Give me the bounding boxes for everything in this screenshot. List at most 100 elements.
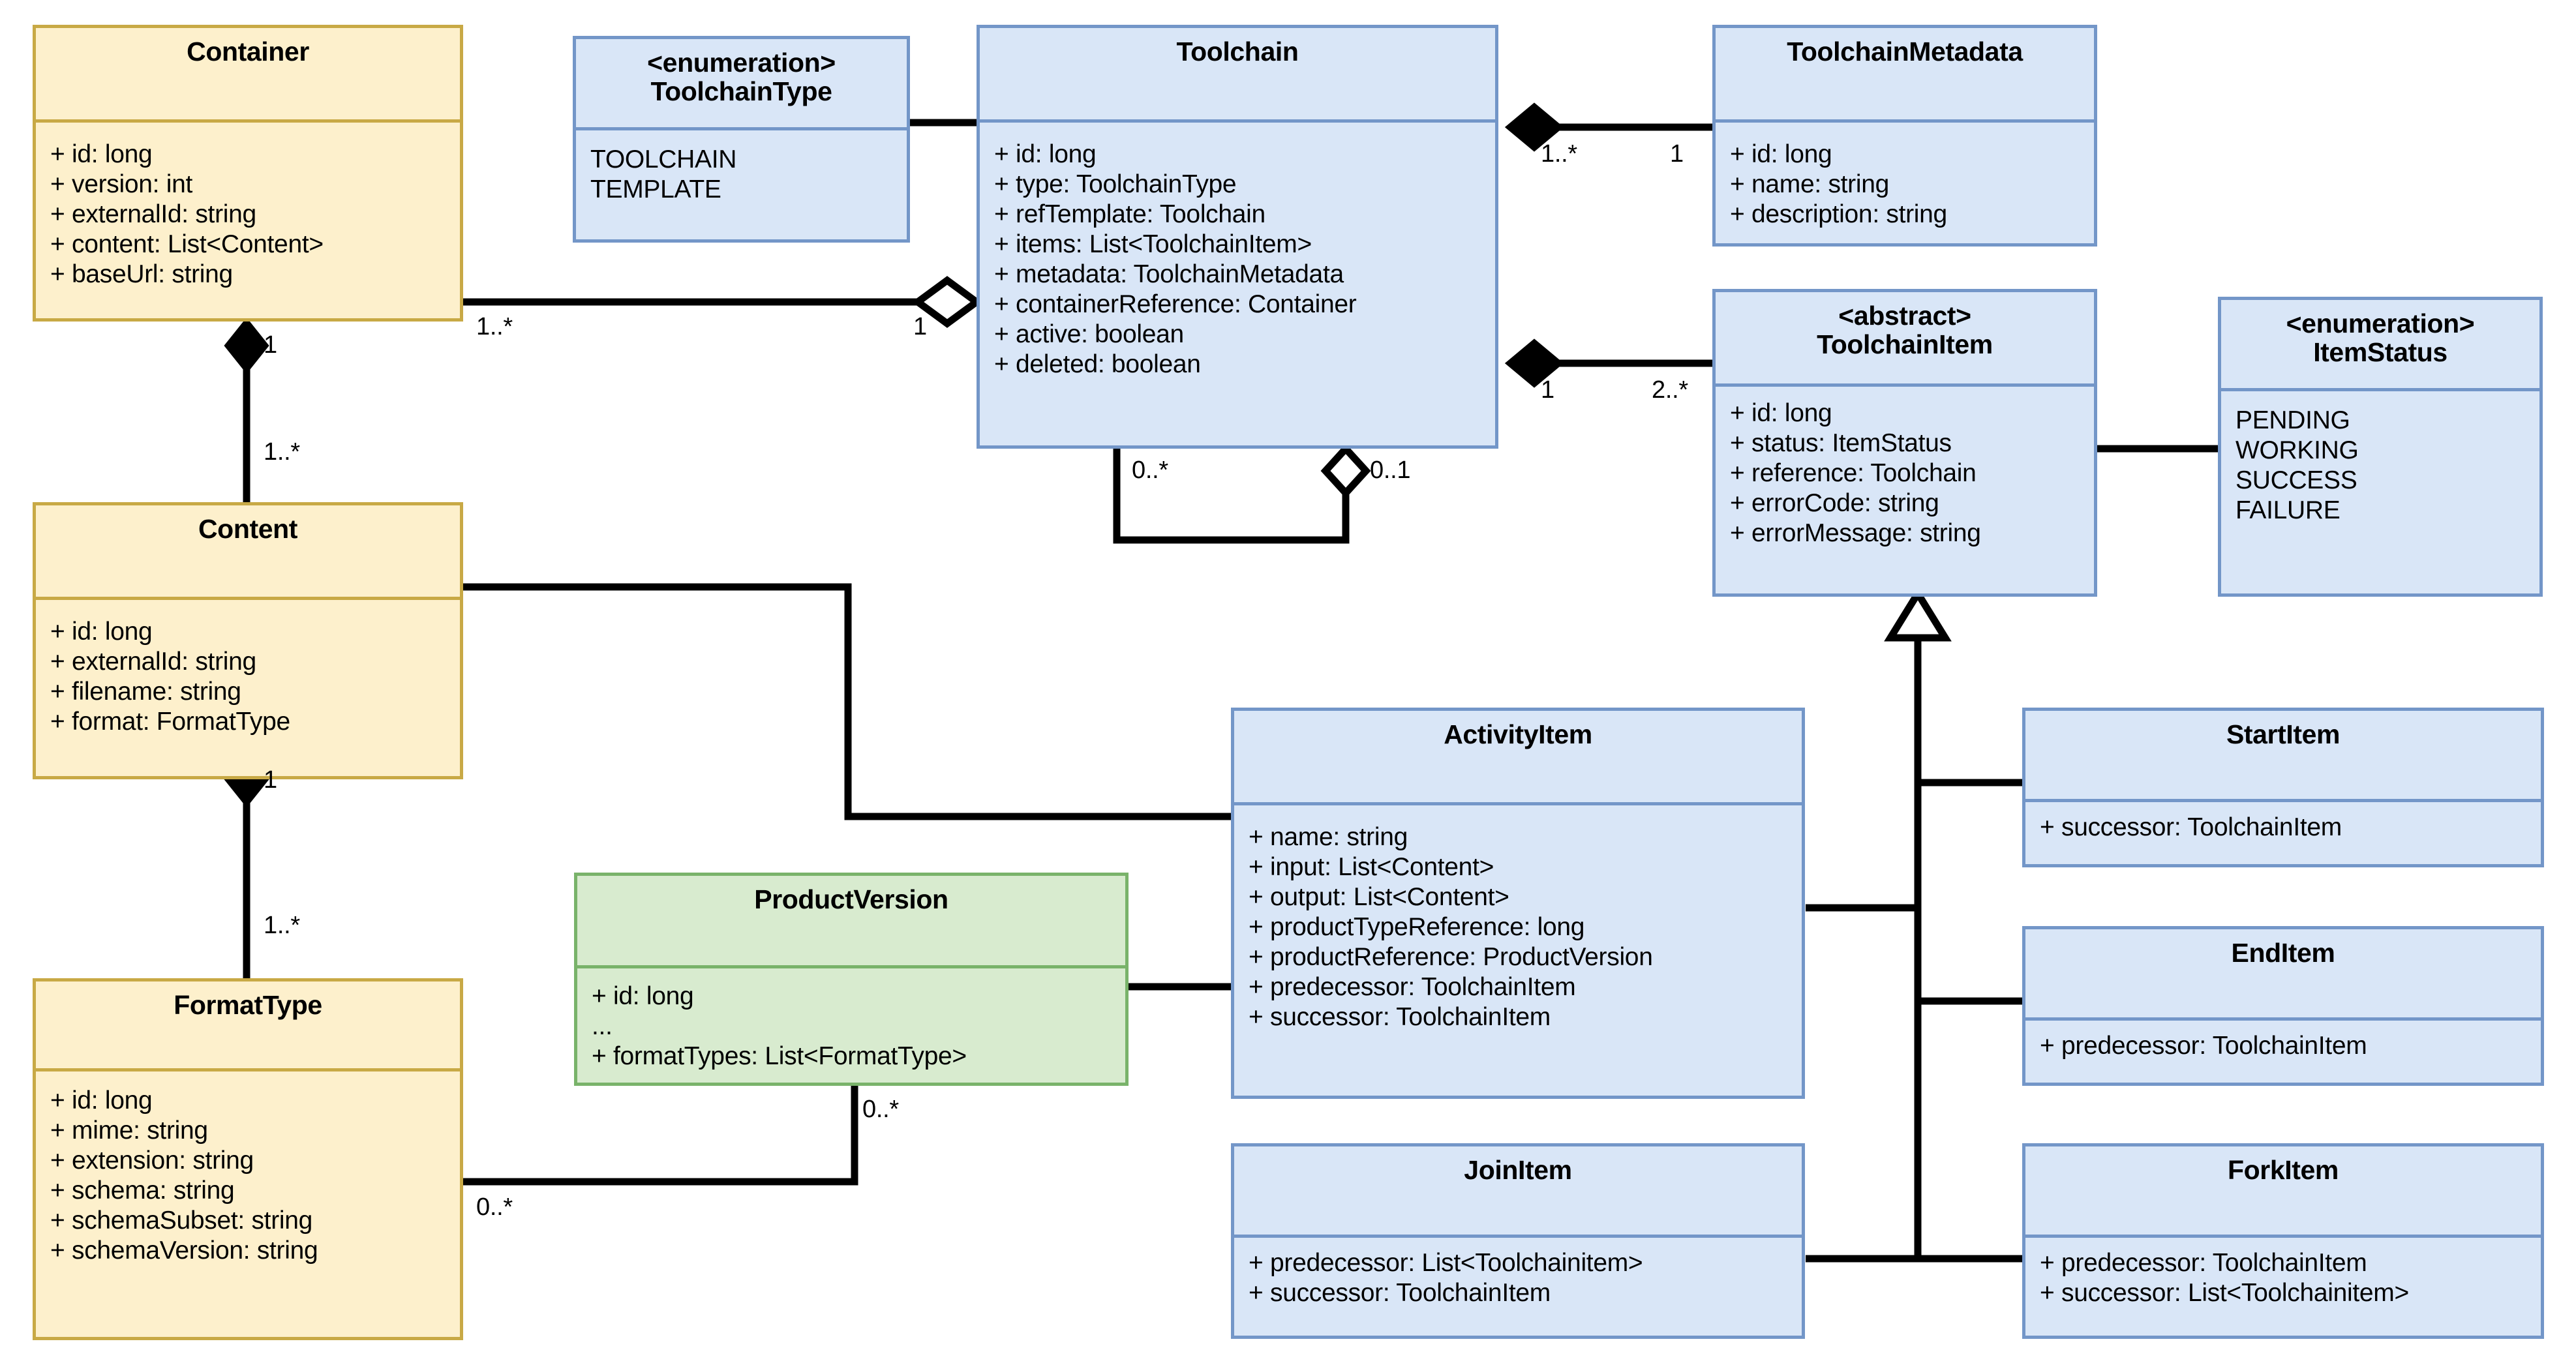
attribute-row: + predecessor: ToolchainItem <box>2040 1032 2367 1060</box>
class-header-activityitem: ActivityItem <box>1234 711 1802 805</box>
attribute-row: + version: int <box>50 170 192 199</box>
attribute-row: + status: ItemStatus <box>1730 429 1952 458</box>
class-attributes-container: + id: long + version: int + externalId: … <box>36 123 460 318</box>
attribute-row: + extension: string <box>50 1146 254 1175</box>
mult-container-content-top: 1 <box>264 331 277 359</box>
class-title: ForkItem <box>2228 1155 2339 1185</box>
attribute-row: + baseUrl: string <box>50 260 233 289</box>
edge-formattype-productversion <box>461 1086 858 1186</box>
class-attributes-toolchainitem: + id: long + status: ItemStatus + refere… <box>1716 387 2094 593</box>
composition-diamond-container-content <box>224 317 269 374</box>
class-title: ToolchainType <box>650 76 832 107</box>
generalization-arrowhead <box>1884 586 1952 642</box>
mult-content-format-bottom: 1..* <box>264 912 300 939</box>
class-box-enditem[interactable]: EndItem + predecessor: ToolchainItem <box>2022 926 2544 1086</box>
class-attributes-joinitem: + predecessor: List<Toolchainitem> + suc… <box>1234 1238 1802 1336</box>
class-header-toolchaintype: <enumeration> ToolchainType <box>576 39 907 130</box>
attribute-row: + mime: string <box>50 1116 208 1145</box>
attribute-row: + input: List<Content> <box>1249 853 1494 882</box>
class-attributes-itemstatus: PENDING WORKING SUCCESS FAILURE <box>2221 391 2539 593</box>
class-stereotype: <enumeration> <box>647 48 836 78</box>
attribute-row: + successor: ToolchainItem <box>1249 1279 1551 1308</box>
class-header-forkitem: ForkItem <box>2025 1146 2541 1238</box>
attribute-row: + errorCode: string <box>1730 489 1939 518</box>
class-title: ToolchainMetadata <box>1787 37 2023 67</box>
class-header-container: Container <box>36 28 460 123</box>
class-attributes-enditem: + predecessor: ToolchainItem <box>2025 1021 2541 1083</box>
enum-literal: TEMPLATE <box>590 175 721 204</box>
class-title: Toolchain <box>1176 37 1299 67</box>
attribute-row: + refTemplate: Toolchain <box>994 200 1265 229</box>
mult-toolchain-self-dst: 0..1 <box>1370 457 1411 484</box>
attribute-row: + name: string <box>1249 823 1408 851</box>
class-box-content[interactable]: Content + id: long + externalId: string … <box>33 502 463 779</box>
class-box-productversion[interactable]: ProductVersion + id: long ... + formatTy… <box>574 873 1129 1086</box>
class-header-enditem: EndItem <box>2025 929 2541 1021</box>
attribute-row: + id: long <box>592 982 694 1010</box>
attribute-row: + format: FormatType <box>50 708 290 736</box>
attribute-row: + id: long <box>50 1086 153 1115</box>
class-attributes-toolchainmetadata: + id: long + name: string + description:… <box>1716 123 2094 243</box>
attribute-row: + productTypeReference: long <box>1249 913 1585 942</box>
class-attributes-formattype: + id: long + mime: string + extension: s… <box>36 1071 460 1337</box>
enum-literal: PENDING <box>2235 406 2350 434</box>
class-header-productversion: ProductVersion <box>577 876 1125 968</box>
class-attributes-toolchain: + id: long + type: ToolchainType + refTe… <box>980 123 1495 445</box>
class-title: JoinItem <box>1464 1155 1572 1185</box>
class-title: ProductVersion <box>754 884 948 914</box>
class-box-toolchain[interactable]: Toolchain + id: long + type: ToolchainTy… <box>977 25 1498 449</box>
attribute-row: + filename: string <box>50 678 241 706</box>
class-title: Content <box>198 514 298 544</box>
attribute-row: + metadata: ToolchainMetadata <box>994 260 1344 289</box>
attribute-row: + id: long <box>50 618 153 646</box>
attribute-row: + id: long <box>1730 399 1832 427</box>
mult-formattype-product-src: 0..* <box>476 1193 513 1221</box>
attribute-row: + name: string <box>1730 170 1890 199</box>
attribute-row: + schemaVersion: string <box>50 1236 318 1265</box>
class-header-joinitem: JoinItem <box>1234 1146 1802 1238</box>
attribute-row: + containerReference: Container <box>994 290 1357 319</box>
class-attributes-activityitem: + name: string + input: List<Content> + … <box>1234 805 1802 1096</box>
attribute-row: + deleted: boolean <box>994 350 1201 379</box>
attribute-row: + content: List<Content> <box>50 230 324 259</box>
class-title: EndItem <box>2231 938 2335 968</box>
attribute-row: + successor: ToolchainItem <box>2040 813 2342 841</box>
class-header-toolchainitem: <abstract> ToolchainItem <box>1716 292 2094 387</box>
class-box-toolchaintype[interactable]: <enumeration> ToolchainType TOOLCHAIN TE… <box>573 36 910 243</box>
class-box-toolchainitem[interactable]: <abstract> ToolchainItem + id: long + st… <box>1712 289 2097 597</box>
mult-toolchain-item-dst: 2..* <box>1652 376 1688 404</box>
attribute-row: + predecessor: ToolchainItem <box>2040 1249 2367 1277</box>
attribute-row: + productReference: ProductVersion <box>1249 943 1653 972</box>
class-title: FormatType <box>174 990 322 1020</box>
edge-content-activityitem <box>461 583 1231 820</box>
class-box-itemstatus[interactable]: <enumeration> ItemStatus PENDING WORKING… <box>2218 297 2543 597</box>
mult-formattype-product-dst: 0..* <box>862 1096 899 1123</box>
class-header-toolchainmetadata: ToolchainMetadata <box>1716 28 2094 123</box>
attribute-row: + externalId: string <box>50 648 256 676</box>
attribute-row: + predecessor: ToolchainItem <box>1249 973 1576 1002</box>
class-header-formattype: FormatType <box>36 981 460 1071</box>
attribute-row: + description: string <box>1730 200 1947 229</box>
attribute-row: + successor: List<Toolchainitem> <box>2040 1279 2409 1308</box>
attribute-row: + predecessor: List<Toolchainitem> <box>1249 1249 1643 1277</box>
class-header-toolchain: Toolchain <box>980 28 1495 123</box>
mult-toolchain-metadata-src: 1..* <box>1541 140 1577 168</box>
attribute-row: + items: List<ToolchainItem> <box>994 230 1312 259</box>
class-box-toolchainmetadata[interactable]: ToolchainMetadata + id: long + name: str… <box>1712 25 2097 247</box>
class-title: ItemStatus <box>2313 337 2447 368</box>
class-attributes-productversion: + id: long ... + formatTypes: List<Forma… <box>577 968 1125 1083</box>
attribute-row: + id: long <box>1730 140 1832 168</box>
class-box-formattype[interactable]: FormatType + id: long + mime: string + e… <box>33 978 463 1340</box>
attribute-row: + schema: string <box>50 1176 235 1205</box>
class-attributes-toolchaintype: TOOLCHAIN TEMPLATE <box>576 130 907 239</box>
class-box-container[interactable]: Container + id: long + version: int + ex… <box>33 25 463 322</box>
class-header-startitem: StartItem <box>2025 711 2541 802</box>
class-box-activityitem[interactable]: ActivityItem + name: string + input: Lis… <box>1231 708 1805 1099</box>
class-box-joinitem[interactable]: JoinItem + predecessor: List<Toolchainit… <box>1231 1143 1805 1339</box>
attribute-row: + schemaSubset: string <box>50 1206 313 1235</box>
attribute-row: + output: List<Content> <box>1249 883 1509 912</box>
class-header-content: Content <box>36 505 460 600</box>
class-box-forkitem[interactable]: ForkItem + predecessor: ToolchainItem + … <box>2022 1143 2544 1339</box>
attribute-row: ... <box>592 1012 613 1041</box>
class-box-startitem[interactable]: StartItem + successor: ToolchainItem <box>2022 708 2544 867</box>
